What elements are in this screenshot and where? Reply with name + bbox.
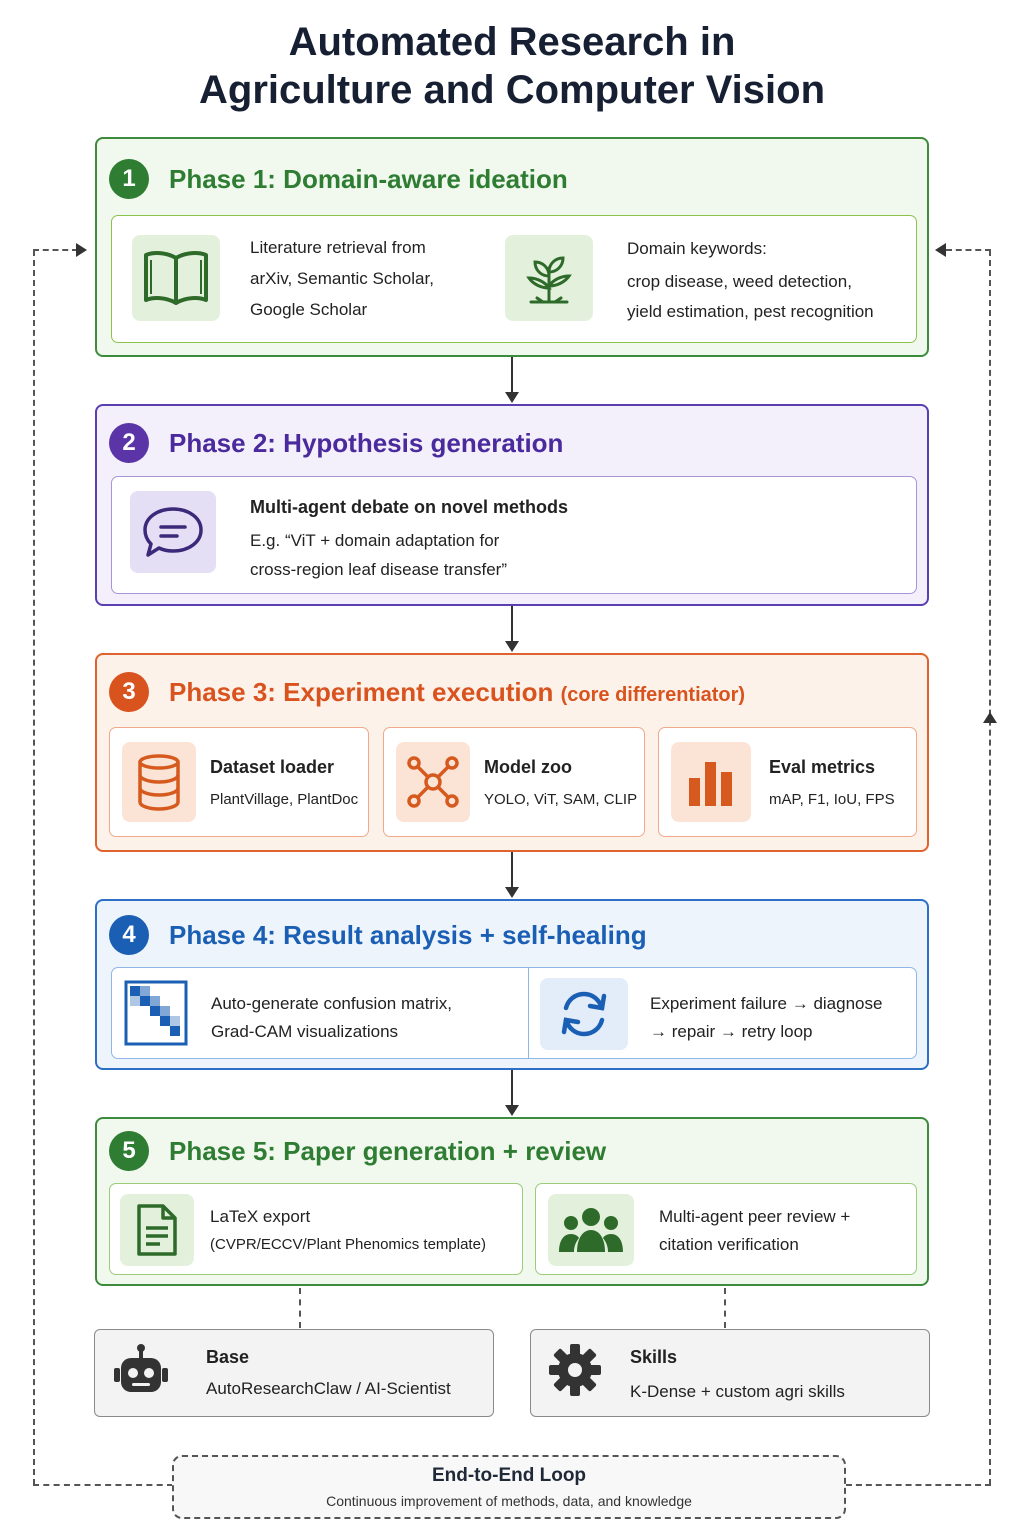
phase-4-right-line-2: → repair → retry loop [650,1022,813,1041]
loop-left-bottom [33,1484,173,1486]
latex-export-line-2: (CVPR/ECCV/Plant Phenomics template) [210,1236,486,1253]
phase-4-title: Phase 4: Result analysis + self-healing [169,919,647,950]
arrow-1-2 [505,357,519,403]
loop-desc: Continuous improvement of methods, data,… [326,1493,692,1509]
model-zoo-card: Model zoo YOLO, ViT, SAM, CLIP [383,727,645,837]
phase-2-line-3: cross-region leaf disease transfer” [250,560,508,579]
peer-review-card: Multi-agent peer review + citation verif… [535,1183,917,1275]
arrow-4-5 [505,1070,519,1116]
phase-3-title-main: Phase 3: Experiment execution [169,676,554,707]
phase-2-line-2: E.g. “ViT + domain adaptation for [250,531,500,550]
network-icon [396,742,470,822]
database-icon [122,742,196,822]
skills-desc: K-Dense + custom agri skills [630,1382,845,1401]
gear-icon [547,1342,603,1403]
base-card: Base AutoResearchClaw / AI-Scientist [94,1329,494,1417]
dataset-loader-card: Dataset loader PlantVillage, PlantDoc [109,727,369,837]
latex-export-line-1: LaTeX export [210,1207,311,1226]
loop-title: End-to-End Loop [431,1465,587,1486]
phase-1-left-line-1: Literature retrieval from [250,238,426,257]
loop-left-arrowhead [76,243,87,257]
end-to-end-loop: End-to-End Loop Continuous improvement o… [172,1455,846,1519]
base-title: Base [206,1347,250,1367]
loop-right-line [989,250,991,1485]
base-desc: AutoResearchClaw / AI-Scientist [206,1379,451,1398]
phase-4-divider [528,968,529,1058]
phase-3-subtitle: (core differentiator) [560,683,746,706]
phase-3: 3 Phase 3: Experiment execution (core di… [95,653,929,852]
eval-metrics-desc: mAP, F1, IoU, FPS [769,791,895,808]
arrow-3-4 [505,852,519,898]
phase-4-left-line-2: Grad-CAM visualizations [211,1022,399,1041]
model-zoo-desc: YOLO, ViT, SAM, CLIP [484,791,638,808]
phase-5: 5 Phase 5: Paper generation + review LaT… [95,1117,929,1286]
phase-4-right-line-1: Experiment failure → diagnose [650,994,883,1013]
phase-1-card: Literature retrieval from arXiv, Semanti… [111,215,917,343]
dataset-loader-desc: PlantVillage, PlantDoc [210,791,359,808]
eval-metrics-card: Eval metrics mAP, F1, IoU, FPS [658,727,917,837]
phase-1-title: Phase 1: Domain-aware ideation [169,163,568,194]
document-icon [120,1194,194,1266]
loop-right-bottom [846,1484,991,1486]
phase-3-title: Phase 3: Experiment execution (core diff… [169,677,745,708]
phase-1-number: 1 [109,159,149,199]
phase-5-title: Phase 5: Paper generation + review [169,1135,607,1166]
phase-1-right-line-2: crop disease, weed detection, [627,272,852,291]
robot-icon [111,1342,171,1407]
phase-4-left-line-1: Auto-generate confusion matrix, [211,994,452,1013]
loop-right-mid-arrowhead [983,712,997,723]
phase-1: 1 Phase 1: Domain-aware ideation Literat… [95,137,929,357]
phase-1-right-line-1: Domain keywords: [627,239,767,258]
title-line-2: Agriculture and Computer Vision [199,68,825,112]
sprout-icon [505,235,593,321]
phase-1-right-line-3: yield estimation, pest recognition [627,302,874,321]
dataset-loader-title: Dataset loader [210,757,335,777]
chat-icon [130,491,216,573]
matrix-icon [124,980,188,1046]
arrow-2-3 [505,606,519,652]
skills-card: Skills K-Dense + custom agri skills [530,1329,930,1417]
phase-2: 2 Phase 2: Hypothesis generation Multi-a… [95,404,929,606]
phase-2-title: Phase 2: Hypothesis generation [169,427,564,458]
connector-skills [724,1288,726,1328]
people-icon [548,1194,634,1266]
connector-base [299,1288,301,1328]
latex-export-card: LaTeX export (CVPR/ECCV/Plant Phenomics … [109,1183,523,1275]
title-line-1: Automated Research in [288,20,736,64]
phase-1-left-line-3: Google Scholar [250,300,368,319]
peer-review-line-2: citation verification [659,1235,799,1254]
phase-2-line-1: Multi-agent debate on novel methods [250,497,569,517]
eval-metrics-title: Eval metrics [769,757,876,777]
loop-left-top [33,249,78,251]
phase-4-number: 4 [109,915,149,955]
phase-4: 4 Phase 4: Result analysis + self-healin… [95,899,929,1070]
phase-2-card: Multi-agent debate on novel methods E.g.… [111,476,917,594]
phase-5-number: 5 [109,1131,149,1171]
peer-review-line-1: Multi-agent peer review + [659,1207,851,1226]
model-zoo-title: Model zoo [484,757,572,777]
phase-4-card: Auto-generate confusion matrix, Grad-CAM… [111,967,917,1059]
book-icon [132,235,220,321]
phase-3-number: 3 [109,672,149,712]
loop-right-arrowhead [935,243,946,257]
bar-chart-icon [671,742,751,822]
phase-2-number: 2 [109,423,149,463]
loop-left-line [33,250,35,1485]
phase-1-left-line-2: arXiv, Semantic Scholar, [250,269,434,288]
skills-title: Skills [630,1347,678,1367]
refresh-icon [540,978,628,1050]
loop-right-top [946,249,991,251]
